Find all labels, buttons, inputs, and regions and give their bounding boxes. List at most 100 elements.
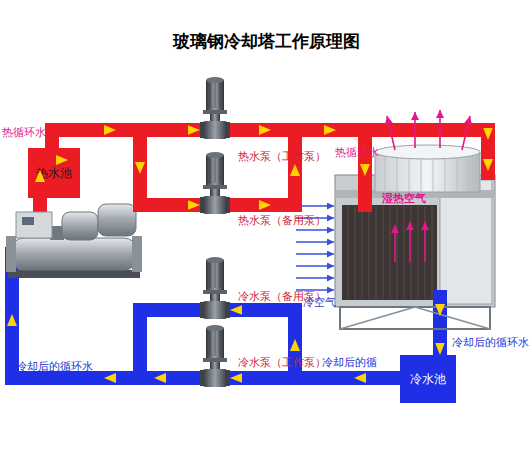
stack-rib — [433, 154, 434, 192]
motor-rib — [215, 83, 216, 108]
pipe-flange — [200, 302, 203, 318]
leg-brace — [340, 307, 415, 329]
motor-rib — [220, 331, 221, 356]
air-arrow — [296, 265, 334, 266]
chiller-unit — [6, 204, 142, 278]
flow-arrow — [56, 155, 68, 165]
fill-stripe — [425, 206, 426, 299]
node-text: 冷水池 — [410, 373, 446, 386]
pipe-connector — [433, 330, 447, 355]
pipe-flange — [200, 122, 203, 138]
chiller-endplate — [6, 236, 16, 272]
fill-stripe — [369, 206, 370, 299]
motor-rib — [210, 331, 211, 356]
pump-symbol: 热水泵（工作泵） — [200, 75, 230, 143]
pump-symbol: 热水泵（备用泵） — [200, 150, 230, 218]
pump-neck — [210, 114, 220, 121]
air-arrow — [296, 253, 334, 254]
motor-rib — [210, 263, 211, 288]
flow-label: 冷却后的循环水 — [16, 360, 93, 373]
pump-drawing — [200, 75, 230, 143]
pump-casing — [202, 369, 228, 387]
flow-arrow — [483, 159, 493, 171]
pipe-flange — [227, 370, 230, 386]
motor-rib — [215, 331, 216, 356]
air-arrow — [414, 112, 416, 148]
pump-label: 热水泵（工作泵） — [238, 150, 326, 163]
air-arrow — [394, 225, 396, 262]
fill-stripe — [418, 206, 419, 299]
diagram-title: 玻璃钢冷却塔工作原理图 — [0, 30, 532, 53]
flow-arrow — [154, 373, 166, 383]
pipe-connector — [230, 371, 400, 385]
pipe-flange — [200, 197, 203, 213]
compressor — [98, 204, 136, 236]
pipe-flange — [227, 302, 230, 318]
stack-rib — [397, 154, 398, 192]
pump-label: 冷水泵（工作泵） — [238, 356, 326, 369]
motor-cap — [206, 257, 224, 263]
motor-rib — [220, 158, 221, 183]
flow-arrow — [290, 164, 300, 176]
chiller-base — [8, 270, 140, 278]
air-arrow — [439, 110, 441, 148]
tower-fill — [342, 205, 437, 300]
air-arrow — [424, 222, 426, 262]
pump-neck — [210, 294, 220, 301]
chiller-endplate — [132, 236, 142, 272]
compressor — [62, 212, 98, 240]
pump-drawing — [200, 255, 230, 323]
fill-stripe — [355, 206, 356, 299]
pump-motor — [206, 155, 224, 185]
pump-casing — [202, 301, 228, 319]
flow-arrow — [435, 304, 445, 316]
pump-drawing — [200, 323, 230, 391]
pump-neck — [210, 362, 220, 369]
pump-motor — [206, 80, 224, 110]
motor-rib — [210, 158, 211, 183]
pump-label: 热水泵（备用泵） — [238, 214, 326, 227]
pump-neck — [210, 189, 220, 196]
flow-arrow — [35, 170, 45, 182]
air-arrow — [462, 116, 470, 150]
flow-arrow — [259, 200, 271, 210]
pump-motor — [206, 260, 224, 290]
stack-rib — [409, 154, 410, 192]
pump-drawing — [200, 150, 230, 218]
fill-stripe — [383, 206, 384, 299]
pipe-flange — [227, 197, 230, 213]
pump-flange — [203, 290, 227, 294]
pump-casing — [202, 121, 228, 139]
pump-flange — [203, 110, 227, 114]
motor-rib — [220, 263, 221, 288]
stack-rib — [469, 154, 470, 192]
motor-cap — [206, 325, 224, 331]
fill-stripe — [376, 206, 377, 299]
control-box — [16, 212, 52, 238]
edge-label: 冷却后的循 — [322, 356, 377, 369]
tower-drawing — [330, 140, 500, 330]
cold-pipe — [140, 310, 200, 378]
hot-pipe — [481, 140, 495, 180]
pump-flange — [203, 358, 227, 362]
flow-arrow — [104, 125, 116, 135]
flow-arrow — [360, 164, 370, 176]
fill-stripe — [348, 206, 349, 299]
fill-stripe — [432, 206, 433, 299]
node-text: 热水池 — [36, 167, 72, 180]
flow-label: 热循环水 — [2, 126, 46, 139]
flow-arrow — [290, 339, 300, 351]
pipe-flange — [200, 370, 203, 386]
pump-flange — [203, 185, 227, 189]
tower-legs — [340, 307, 490, 329]
control-screen — [22, 217, 34, 225]
flow-arrow — [324, 125, 336, 135]
chiller-shell — [10, 238, 138, 270]
fill-stripe — [404, 206, 405, 299]
hot-pipe — [33, 196, 47, 214]
cooling-tower: 湿热空气 — [330, 140, 500, 330]
fill-stripe — [362, 206, 363, 299]
